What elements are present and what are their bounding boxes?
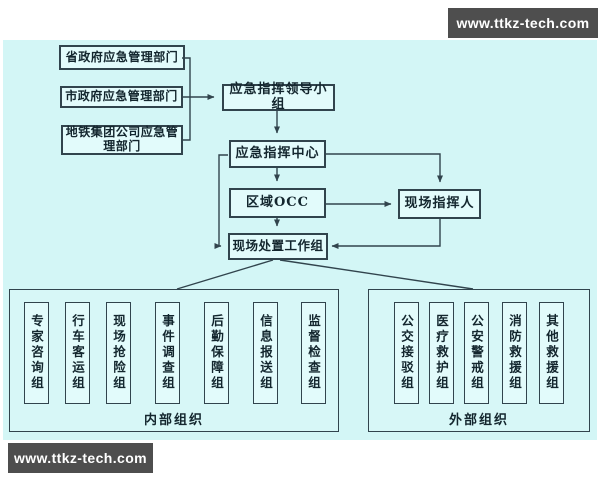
external-org-container: 公交接驳组 医疗救护组 公安警戒组 消防救援组 其他救援组 外部组织: [368, 289, 590, 432]
node-site-workgroup: 现场处置工作组: [228, 233, 328, 260]
node-expert-consult-group: 专家咨询组: [24, 302, 49, 404]
node-medical-rescue-group: 医疗救护组: [429, 302, 454, 404]
node-regional-occ: 区域OCC: [229, 188, 326, 218]
watermark-top-right: www.ttkz-tech.com: [448, 8, 598, 38]
node-site-commander: 现场指挥人: [398, 189, 481, 219]
watermark-bottom-left: www.ttkz-tech.com: [8, 443, 153, 473]
node-logistics-support-group: 后勤保障组: [204, 302, 229, 404]
node-traffic-passenger-group: 行车客运组: [65, 302, 90, 404]
node-city-gov-dept: 市政府应急管理部门: [60, 86, 183, 108]
node-info-reporting-group: 信息报送组: [253, 302, 278, 404]
external-org-label: 外部组织: [448, 413, 509, 428]
node-bus-shuttle-group: 公交接驳组: [394, 302, 419, 404]
node-supervision-inspection-group: 监督检查组: [301, 302, 326, 404]
node-provincial-gov-dept: 省政府应急管理部门: [59, 45, 185, 70]
node-leadership-group: 应急指挥领导小组: [222, 82, 335, 111]
internal-org-label: 内部组织: [143, 413, 204, 428]
node-incident-investigation-group: 事件调查组: [155, 302, 180, 404]
internal-org-container: 专家咨询组 行车客运组 现场抢险组 事件调查组 后勤保障组 信息报送组 监督检查…: [9, 289, 339, 432]
node-police-cordon-group: 公安警戒组: [464, 302, 489, 404]
org-chart-canvas: 省政府应急管理部门 市政府应急管理部门 地铁集团公司应急管理部门 应急指挥领导小…: [3, 40, 597, 440]
node-fire-rescue-group: 消防救援组: [502, 302, 527, 404]
node-command-center: 应急指挥中心: [229, 140, 326, 168]
node-other-rescue-group: 其他救援组: [539, 302, 564, 404]
node-metro-group-dept: 地铁集团公司应急管理部门: [61, 125, 183, 155]
node-site-rescue-group: 现场抢险组: [106, 302, 131, 404]
